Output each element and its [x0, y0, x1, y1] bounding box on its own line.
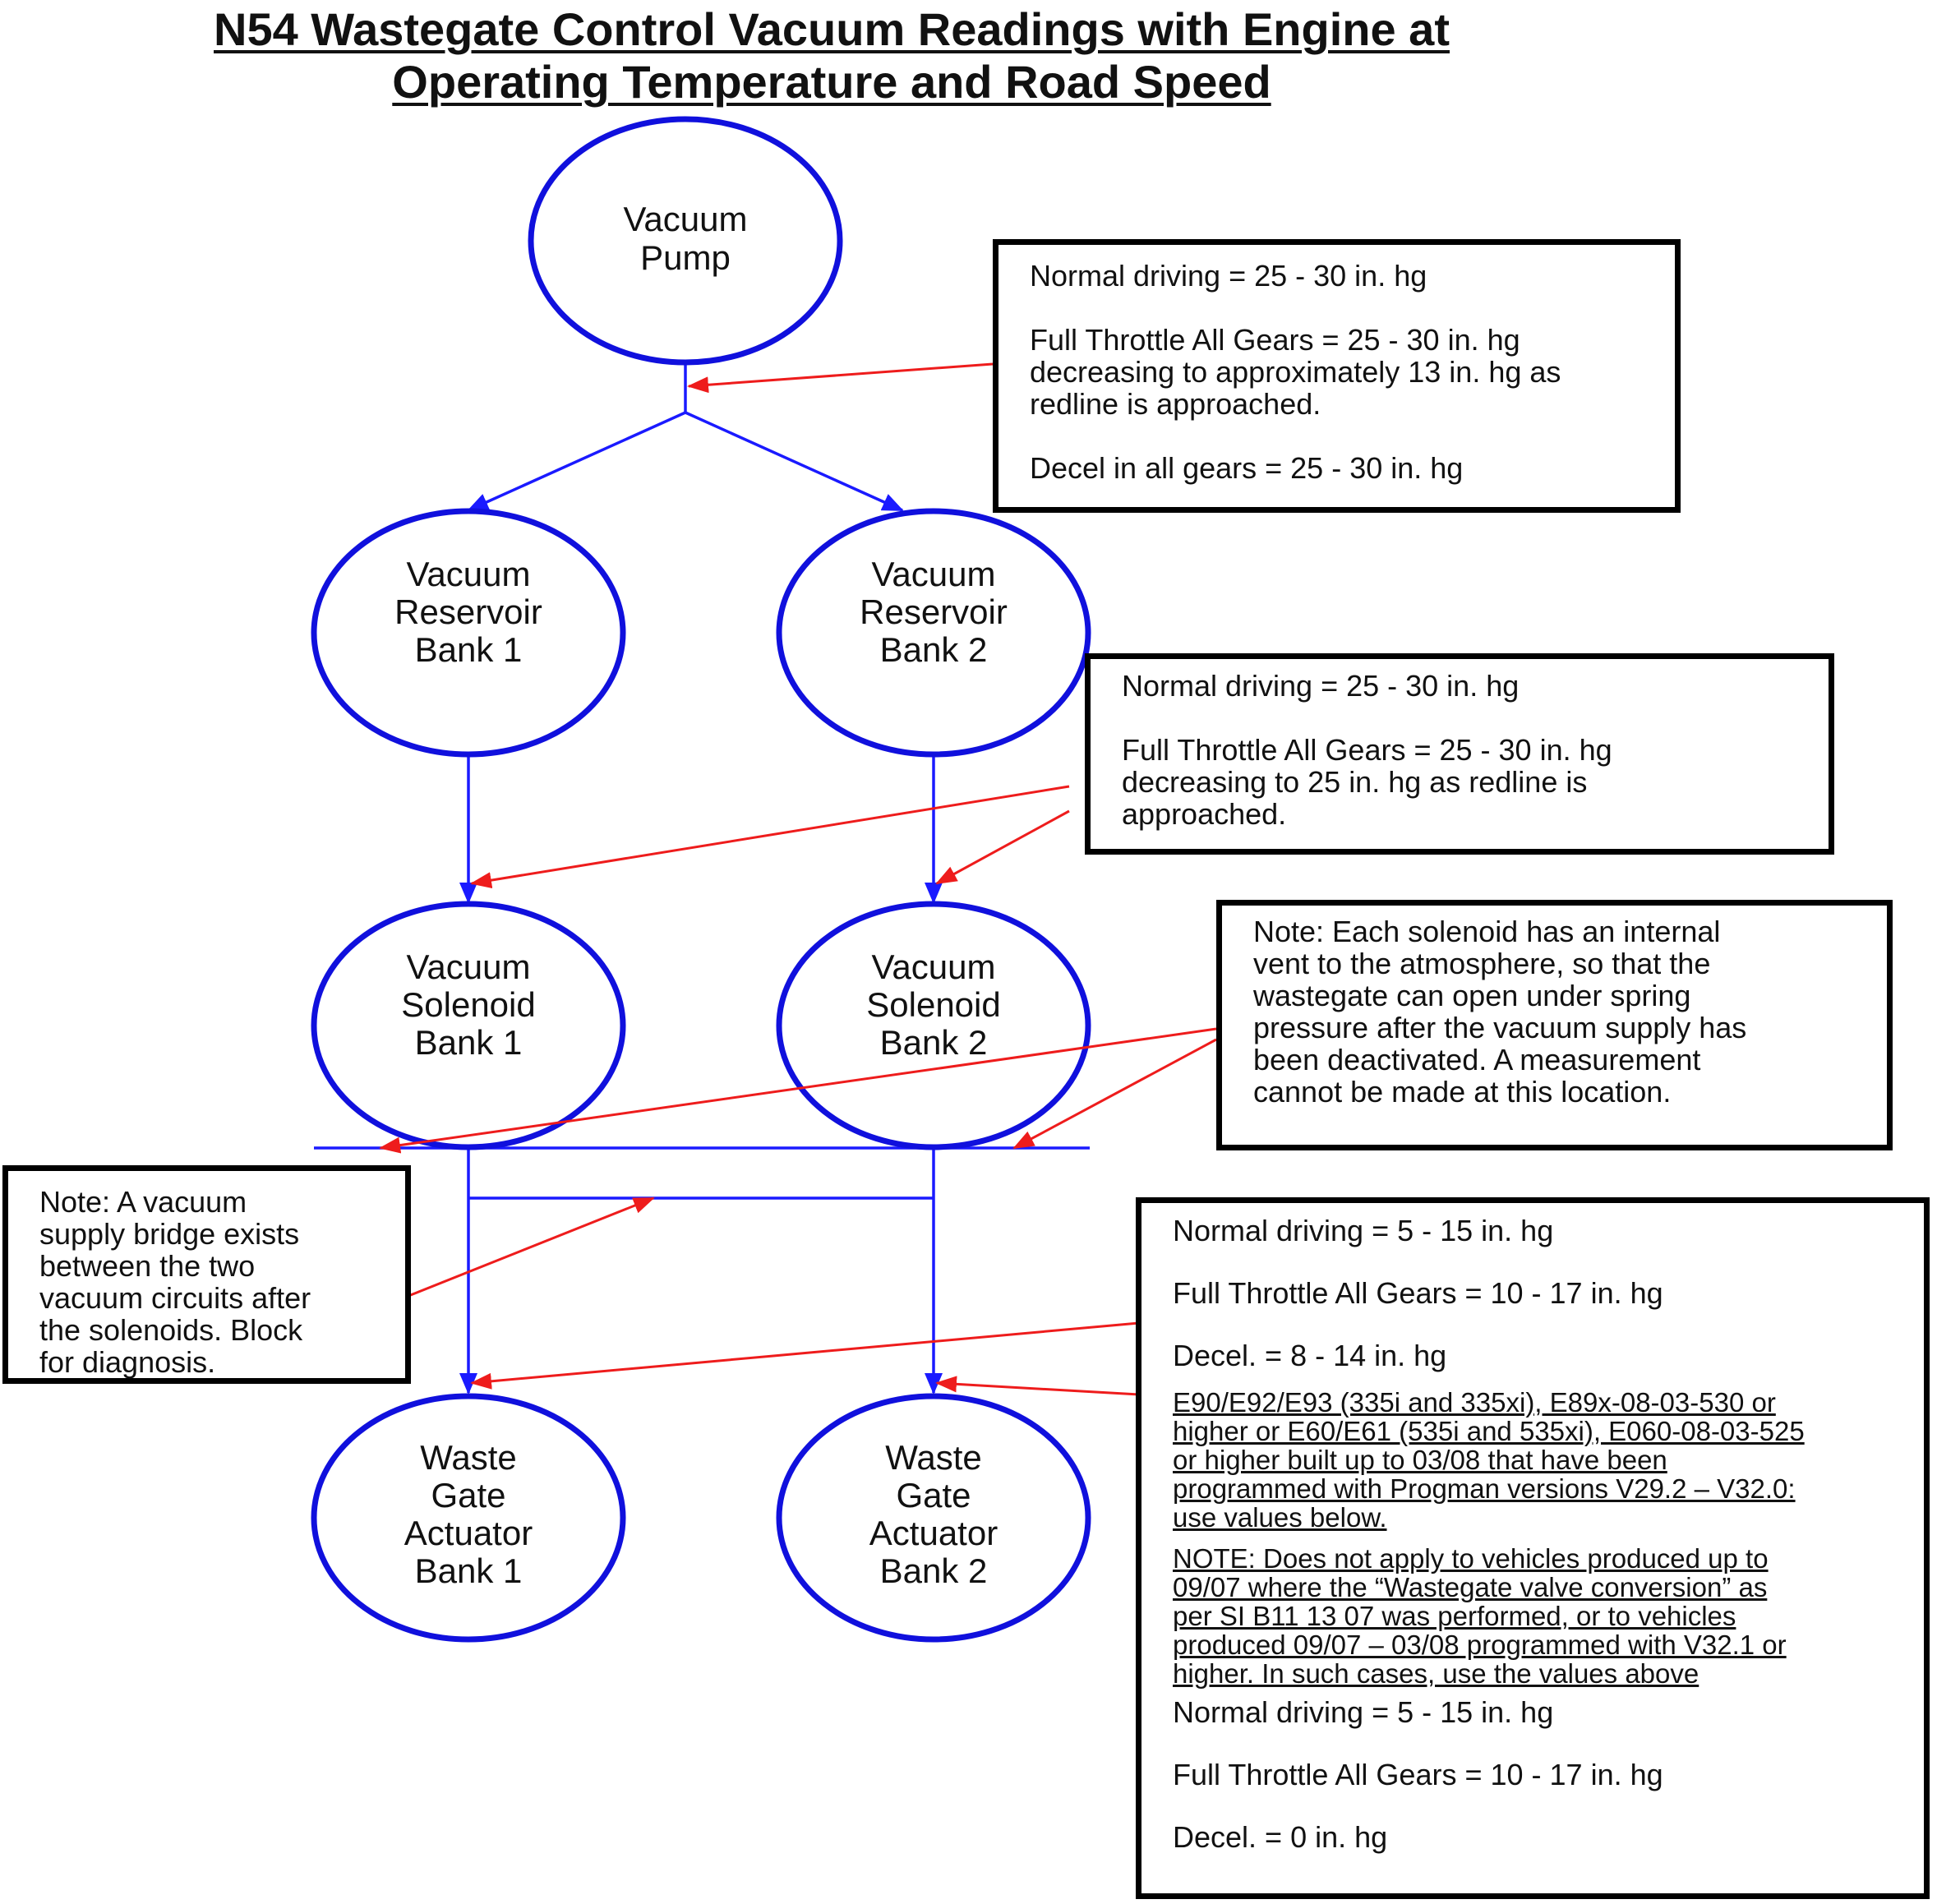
actuator-1-label-1: Waste — [420, 1438, 516, 1477]
pointer-solenoid-2-outlet — [1012, 1038, 1217, 1150]
title-line-2: Operating Temperature and Road Speed — [392, 56, 1271, 108]
node-waste-gate-actuator-bank-2: Waste Gate Actuator Bank 2 — [776, 1393, 1091, 1643]
actuator-normal-driving-2: Normal driving = 5 - 15 in. hg — [1173, 1695, 1554, 1729]
actuator-1-label-4: Bank 1 — [415, 1551, 523, 1590]
pump-full-throttle-1: Full Throttle All Gears = 25 - 30 in. hg — [1030, 323, 1520, 357]
bridge-note-line-3: between the two — [39, 1249, 256, 1283]
info-box-bridge-note: Note: A vacuum supply bridge exists betw… — [2, 1165, 411, 1384]
condition-line-5: use values below. — [1173, 1502, 1387, 1533]
bridge-note-line-2: supply bridge exists — [39, 1217, 300, 1251]
solenoid-note-line-5: been deactivated. A measurement — [1253, 1043, 1701, 1076]
vacuum-pump-label-1: Vacuum — [624, 200, 748, 238]
actuator-full-throttle-2: Full Throttle All Gears = 10 - 17 in. hg — [1173, 1758, 1663, 1791]
actuator-2-label-4: Bank 2 — [880, 1551, 988, 1590]
reservoir-1-label-2: Reservoir — [394, 592, 542, 631]
node-vacuum-reservoir-bank-1: Vacuum Reservoir Bank 1 — [311, 508, 626, 758]
actuator-1-ellipse — [311, 1393, 626, 1643]
pointer-bridge — [408, 1196, 655, 1298]
solenoid-note-line-1: Note: Each solenoid has an internal — [1253, 915, 1721, 948]
reservoir-full-throttle-2: decreasing to 25 in. hg as redline is — [1122, 765, 1588, 799]
reservoir-2-ellipse — [776, 508, 1091, 758]
vacuum-pump-label-2: Pump — [640, 238, 731, 277]
pump-full-throttle-3: redline is approached. — [1030, 387, 1321, 421]
bridge-note-line-5: the solenoids. Block — [39, 1313, 303, 1347]
solenoid-2-label-2: Solenoid — [866, 985, 1000, 1024]
pointer-reservoir-2-outlet — [935, 809, 1070, 885]
reservoir-2-label-1: Vacuum — [872, 555, 996, 593]
node-waste-gate-actuator-bank-1: Waste Gate Actuator Bank 1 — [311, 1393, 626, 1643]
pointer-pump-stem — [687, 362, 994, 394]
solenoid-note-line-6: cannot be made at this location. — [1253, 1075, 1672, 1109]
bridge-note-line-6: for diagnosis. — [39, 1345, 216, 1379]
actuator-normal-driving: Normal driving = 5 - 15 in. hg — [1173, 1214, 1554, 1247]
pointer-arrows — [379, 362, 1217, 1396]
actuator-2-label-3: Actuator — [869, 1514, 998, 1552]
flow-pump-to-reservoir-2 — [685, 411, 904, 512]
pointer-actuator-1-inlet — [470, 1321, 1140, 1390]
node-vacuum-solenoid-bank-1: Vacuum Solenoid Bank 1 — [311, 901, 626, 1150]
exception-note-line-2: 09/07 where the “Wastegate valve convers… — [1173, 1572, 1768, 1602]
exception-note-line-1: NOTE: Does not apply to vehicles produce… — [1173, 1543, 1769, 1574]
solenoid-1-label-1: Vacuum — [407, 947, 531, 986]
bridge-note-line-1: Note: A vacuum — [39, 1185, 247, 1219]
exception-note-line-3: per SI B11 13 07 was performed, or to ve… — [1173, 1601, 1736, 1631]
reservoir-2-label-2: Reservoir — [860, 592, 1008, 631]
pointer-reservoir-1-outlet — [470, 785, 1070, 889]
info-box-solenoid-note: Note: Each solenoid has an internal vent… — [1216, 900, 1893, 1150]
actuator-1-label-2: Gate — [431, 1476, 505, 1514]
actuator-1-label-3: Actuator — [404, 1514, 533, 1552]
flow-pump-to-reservoir-1 — [467, 411, 686, 512]
reservoir-full-throttle-1: Full Throttle All Gears = 25 - 30 in. hg — [1122, 733, 1612, 767]
title-line-1: N54 Wastegate Control Vacuum Readings wi… — [214, 3, 1450, 55]
info-box-actuator-readings: Normal driving = 5 - 15 in. hg Full Thro… — [1136, 1197, 1930, 1899]
actuator-full-throttle: Full Throttle All Gears = 10 - 17 in. hg — [1173, 1276, 1663, 1310]
solenoid-2-label-1: Vacuum — [872, 947, 996, 986]
exception-note-line-5: higher. In such cases, use the values ab… — [1173, 1658, 1699, 1689]
info-box-reservoir-readings: Normal driving = 25 - 30 in. hg Full Thr… — [1085, 653, 1834, 855]
reservoir-1-label-1: Vacuum — [407, 555, 531, 593]
bridge-note-line-4: vacuum circuits after — [39, 1281, 311, 1315]
reservoir-full-throttle-3: approached. — [1122, 797, 1287, 831]
actuator-2-label-1: Waste — [885, 1438, 981, 1477]
solenoid-1-label-3: Bank 1 — [415, 1023, 523, 1062]
node-vacuum-reservoir-bank-2: Vacuum Reservoir Bank 2 — [776, 508, 1091, 758]
actuator-2-ellipse — [776, 1393, 1091, 1643]
solenoid-2-ellipse — [776, 901, 1091, 1150]
pump-normal-driving: Normal driving = 25 - 30 in. hg — [1030, 259, 1427, 293]
solenoid-1-label-2: Solenoid — [401, 985, 535, 1024]
info-box-pump-readings: Normal driving = 25 - 30 in. hg Full Thr… — [993, 239, 1681, 513]
page-title: N54 Wastegate Control Vacuum Readings wi… — [0, 3, 1663, 108]
exception-note-line-4: produced 09/07 – 03/08 programmed with V… — [1173, 1630, 1787, 1660]
solenoid-1-ellipse — [311, 901, 626, 1150]
reservoir-2-label-3: Bank 2 — [880, 630, 988, 669]
solenoid-2-label-3: Bank 2 — [880, 1023, 988, 1062]
pointer-actuator-2-inlet — [935, 1376, 1140, 1396]
node-vacuum-pump: Vacuum Pump — [528, 116, 843, 366]
condition-line-1: E90/E92/E93 (335i and 335xi), E89x-08-03… — [1173, 1387, 1776, 1418]
condition-line-4: programmed with Progman versions V29.2 –… — [1173, 1473, 1796, 1504]
solenoid-note-line-3: wastegate can open under spring — [1253, 979, 1691, 1012]
solenoid-note-line-4: pressure after the vacuum supply has — [1253, 1011, 1747, 1044]
pump-full-throttle-2: decreasing to approximately 13 in. hg as — [1030, 355, 1561, 389]
reservoir-1-label-3: Bank 1 — [415, 630, 523, 669]
actuator-2-label-2: Gate — [896, 1476, 971, 1514]
actuator-decel-2: Decel. = 0 in. hg — [1173, 1820, 1388, 1854]
condition-line-3: or higher built up to 03/08 that have be… — [1173, 1445, 1667, 1475]
reservoir-1-ellipse — [311, 508, 626, 758]
node-vacuum-solenoid-bank-2: Vacuum Solenoid Bank 2 — [776, 901, 1091, 1150]
solenoid-note-line-2: vent to the atmosphere, so that the — [1253, 947, 1711, 980]
condition-line-2: higher or E60/E61 (535i and 535xi), E060… — [1173, 1416, 1805, 1446]
pump-decel: Decel in all gears = 25 - 30 in. hg — [1030, 451, 1464, 485]
pointer-solenoid-1-outlet — [379, 1027, 1217, 1154]
actuator-decel: Decel. = 8 - 14 in. hg — [1173, 1339, 1447, 1372]
reservoir-normal-driving: Normal driving = 25 - 30 in. hg — [1122, 669, 1520, 703]
vacuum-pump-ellipse — [528, 116, 843, 366]
